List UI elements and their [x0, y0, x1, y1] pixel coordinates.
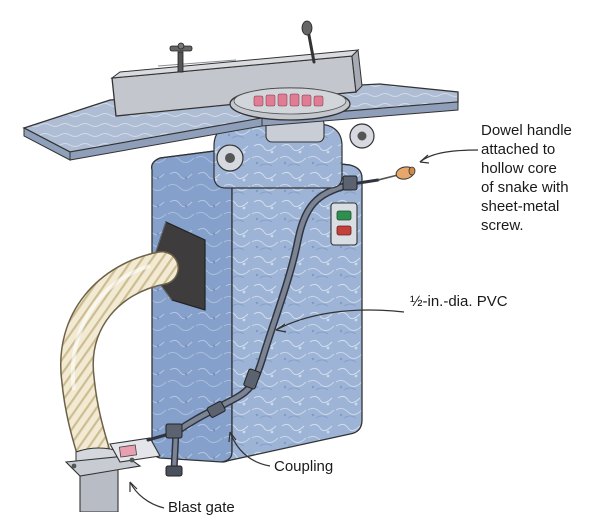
- leader-blast-gate: [129, 481, 165, 509]
- coupling: [165, 175, 358, 477]
- handwheel-right: [349, 123, 375, 149]
- handwheel-left: [216, 144, 244, 172]
- fence-lock-knob: [169, 42, 193, 73]
- start-button: [336, 210, 352, 221]
- label-blast-gate: Blast gate: [168, 499, 235, 516]
- leader-dowel: [419, 149, 479, 164]
- label-dowel-handle: Dowel handle attached to hollow core of …: [481, 122, 572, 234]
- dowel-handle: [395, 166, 416, 180]
- leader-coupling: [228, 431, 271, 467]
- tilt-lever: [301, 20, 316, 64]
- jointer-stand: [151, 149, 363, 463]
- cutterhead-guard: [229, 87, 351, 121]
- switch-box: [330, 202, 358, 246]
- label-coupling: Coupling: [274, 458, 334, 475]
- label-pvc: ½-in.-dia. PVC: [410, 293, 508, 310]
- leader-pvc: [275, 309, 405, 333]
- fence: [110, 48, 363, 117]
- blast-gate: [64, 437, 161, 477]
- stop-button: [336, 225, 352, 236]
